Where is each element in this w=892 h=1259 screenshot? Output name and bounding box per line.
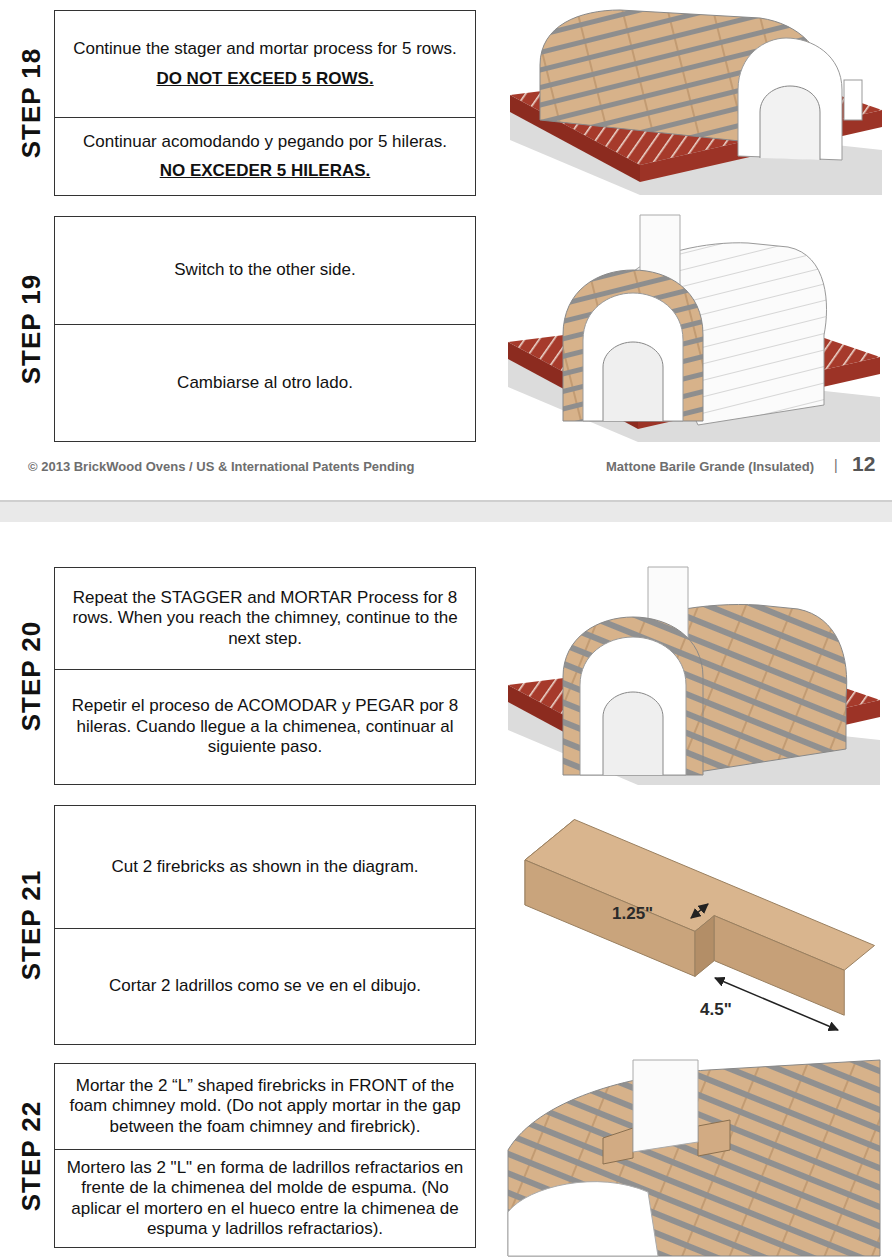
foam-chimney	[633, 1060, 698, 1152]
step-number: STEP 18	[16, 48, 47, 159]
cell-text: Switch to the other side.	[65, 260, 465, 280]
step-number: STEP 19	[16, 274, 47, 385]
instruction-text: Switch to the other side.	[65, 260, 465, 280]
brick-face	[525, 860, 695, 976]
english-instruction: Continue the stager and mortar process f…	[54, 10, 476, 118]
step-panel: STEP 22 Mortar the 2 “L” shaped firebrick…	[8, 1063, 477, 1248]
instruction-text: Repeat the STAGGER and MORTAR Process fo…	[65, 588, 465, 649]
spanish-instruction: Cambiarse al otro lado.	[54, 324, 476, 442]
product-name: Mattone Barile Grande (Insulated)	[606, 459, 814, 474]
dimension: 4.5"	[700, 1000, 732, 1020]
cell-text: Cambiarse al otro lado.	[65, 373, 465, 393]
foam-front	[580, 637, 686, 775]
brick-face	[714, 916, 844, 1016]
english-instruction: Cut 2 firebricks as shown in the diagram…	[54, 805, 476, 929]
spanish-instruction: Continuar acomodando y pegando por 5 hil…	[54, 117, 476, 196]
oven-step19	[508, 215, 880, 442]
separator: |	[834, 457, 838, 473]
instruction-text: Cut 2 firebricks as shown in the diagram…	[65, 857, 465, 877]
cell-text: Repetir el proceso de ACOMODAR y PEGAR p…	[65, 696, 465, 757]
instruction-text: Mortero las 2 "L" en forma de ladrillos …	[65, 1158, 465, 1240]
page-number: 12	[852, 452, 875, 476]
cell-text: Cortar 2 ladrillos como se ve en el dibu…	[65, 976, 465, 996]
spanish-instruction: Cortar 2 ladrillos como se ve en el dibu…	[54, 928, 476, 1045]
foam-front	[738, 38, 842, 160]
page-gap	[0, 500, 892, 522]
step-panel: STEP 20 Repeat the STAGGER and MORTAR Pro…	[8, 567, 477, 785]
page-gap-line	[0, 500, 892, 502]
dimension-line	[715, 978, 838, 1030]
foam-front	[508, 1182, 658, 1256]
step-number: STEP 20	[16, 621, 47, 732]
step-panel: STEP 18 Continue the stager and mortar pr…	[8, 10, 477, 196]
instruction-text: Cambiarse al otro lado.	[65, 373, 465, 393]
cell-text: Mortar the 2 “L” shaped firebricks in FR…	[65, 1076, 465, 1137]
instruction-text: Continue the stager and mortar process f…	[65, 39, 465, 59]
step-number: STEP 21	[16, 870, 47, 981]
spanish-instruction: Mortero las 2 "L" en forma de ladrillos …	[54, 1149, 476, 1248]
l-firebrick	[603, 1128, 633, 1164]
cell-text: Continue the stager and mortar process f…	[65, 39, 465, 89]
spanish-instruction: Repetir el proceso de ACOMODAR y PEGAR p…	[54, 669, 476, 785]
door-opening	[760, 86, 820, 160]
copyright: © 2013 BrickWood Ovens / US & Internatio…	[28, 459, 414, 474]
oven-step18	[510, 10, 882, 195]
step-number: STEP 22	[16, 1100, 47, 1211]
foam-front	[583, 293, 683, 421]
notch-face	[695, 916, 714, 977]
english-instruction: Repeat the STAGGER and MORTAR Process fo…	[54, 567, 476, 670]
oven-step22	[508, 1060, 880, 1256]
brick-barrel	[508, 1060, 880, 1256]
cell-text: Repeat the STAGGER and MORTAR Process fo…	[65, 588, 465, 649]
door-opening	[603, 342, 663, 421]
instruction-text: Cortar 2 ladrillos como se ve en el dibu…	[65, 976, 465, 996]
dimension: 1.25"	[612, 904, 653, 924]
cell-text: Cut 2 firebricks as shown in the diagram…	[65, 857, 465, 877]
brick-arch	[563, 270, 703, 421]
cell-text: Mortero las 2 "L" en forma de ladrillos …	[65, 1158, 465, 1240]
instruction-text: NO EXCEDER 5 HILERAS.	[65, 161, 465, 181]
cell-text: Continuar acomodando y pegando por 5 hil…	[65, 132, 465, 182]
english-instruction: Mortar the 2 “L” shaped firebricks in FR…	[54, 1063, 476, 1150]
step-panel: STEP 19 Switch to the other side. Cambiars…	[8, 216, 477, 442]
instruction-text: Mortar the 2 “L” shaped firebricks in FR…	[65, 1076, 465, 1137]
foam-tab	[844, 80, 862, 120]
brick-arch	[563, 617, 703, 775]
instruction-text: DO NOT EXCEED 5 ROWS.	[65, 69, 465, 89]
instruction-text: Repetir el proceso de ACOMODAR y PEGAR p…	[65, 696, 465, 757]
door-opening	[603, 692, 663, 775]
english-instruction: Switch to the other side.	[54, 216, 476, 325]
oven-step20	[508, 567, 880, 785]
step-panel: STEP 21 Cut 2 firebricks as shown in the …	[8, 805, 477, 1045]
l-firebrick	[698, 1120, 730, 1156]
dimension-line	[691, 904, 708, 918]
firebrick-cut	[525, 820, 875, 1031]
instruction-text: Continuar acomodando y pegando por 5 hil…	[65, 132, 465, 152]
